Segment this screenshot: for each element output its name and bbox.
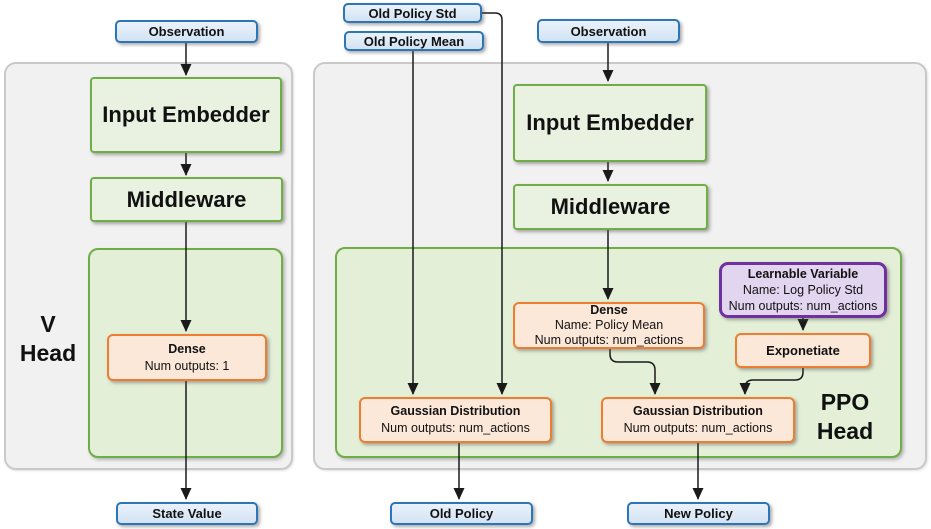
exponetiate: Exponetiate bbox=[735, 333, 871, 368]
gaussian-distribution-new-title: Gaussian Distribution bbox=[633, 404, 763, 418]
old-policy-std-input-label: Old Policy Std bbox=[368, 5, 457, 21]
state-value-output-label: State Value bbox=[152, 506, 222, 521]
v-head-label: V Head bbox=[19, 311, 77, 366]
exponetiate-label: Exponetiate bbox=[766, 343, 840, 358]
old-policy-output-label: Old Policy bbox=[429, 506, 494, 521]
observation-input-ppo: Observation bbox=[537, 19, 680, 43]
learnable-variable-title: Learnable Variable bbox=[747, 267, 859, 281]
learnable-variable-outputs: Num outputs: num_actions bbox=[728, 299, 878, 313]
gaussian-distribution-old: Gaussian Distribution Num outputs: num_a… bbox=[359, 397, 552, 443]
dense-policy-mean-title: Dense bbox=[590, 303, 628, 317]
middleware-ppo-label: Middleware bbox=[550, 194, 671, 219]
gaussian-distribution-old-outputs: Num outputs: num_actions bbox=[381, 421, 530, 435]
observation-input-v-label: Observation bbox=[148, 24, 225, 39]
state-value-output: State Value bbox=[116, 502, 258, 525]
old-policy-output: Old Policy bbox=[390, 502, 533, 525]
dense-v-title: Dense bbox=[168, 341, 206, 356]
old-policy-std-input: Old Policy Std bbox=[343, 3, 482, 23]
dense-policy-mean: Dense Name: Policy Mean Num outputs: num… bbox=[513, 302, 705, 349]
learnable-variable-name: Name: Log Policy Std bbox=[742, 283, 864, 297]
middleware-v-label: Middleware bbox=[126, 186, 247, 212]
middleware-v: Middleware bbox=[90, 177, 283, 222]
gaussian-distribution-old-title: Gaussian Distribution bbox=[390, 404, 521, 418]
dense-v-outputs: Num outputs: 1 bbox=[144, 358, 230, 373]
input-embedder-v-label: Input Embedder bbox=[102, 102, 270, 127]
gaussian-distribution-new-outputs: Num outputs: num_actions bbox=[623, 421, 773, 435]
input-embedder-ppo: Input Embedder bbox=[513, 84, 707, 162]
learnable-variable: Learnable Variable Name: Log Policy Std … bbox=[719, 262, 887, 318]
old-policy-mean-input-label: Old Policy Mean bbox=[363, 33, 465, 49]
input-embedder-ppo-label: Input Embedder bbox=[526, 110, 694, 135]
observation-input-ppo-label: Observation bbox=[570, 23, 647, 39]
input-embedder-v: Input Embedder bbox=[90, 77, 282, 153]
dense-v: Dense Num outputs: 1 bbox=[107, 334, 267, 381]
ppo-head-label: PPO Head bbox=[816, 389, 874, 444]
old-policy-mean-input: Old Policy Mean bbox=[344, 31, 484, 51]
middleware-ppo: Middleware bbox=[513, 184, 708, 230]
new-policy-output: New Policy bbox=[627, 502, 770, 525]
dense-policy-mean-outputs: Num outputs: num_actions bbox=[534, 333, 684, 347]
gaussian-distribution-new: Gaussian Distribution Num outputs: num_a… bbox=[601, 397, 795, 443]
dense-policy-mean-name: Name: Policy Mean bbox=[554, 318, 664, 332]
observation-input-v: Observation bbox=[115, 20, 258, 43]
new-policy-output-label: New Policy bbox=[664, 506, 733, 521]
